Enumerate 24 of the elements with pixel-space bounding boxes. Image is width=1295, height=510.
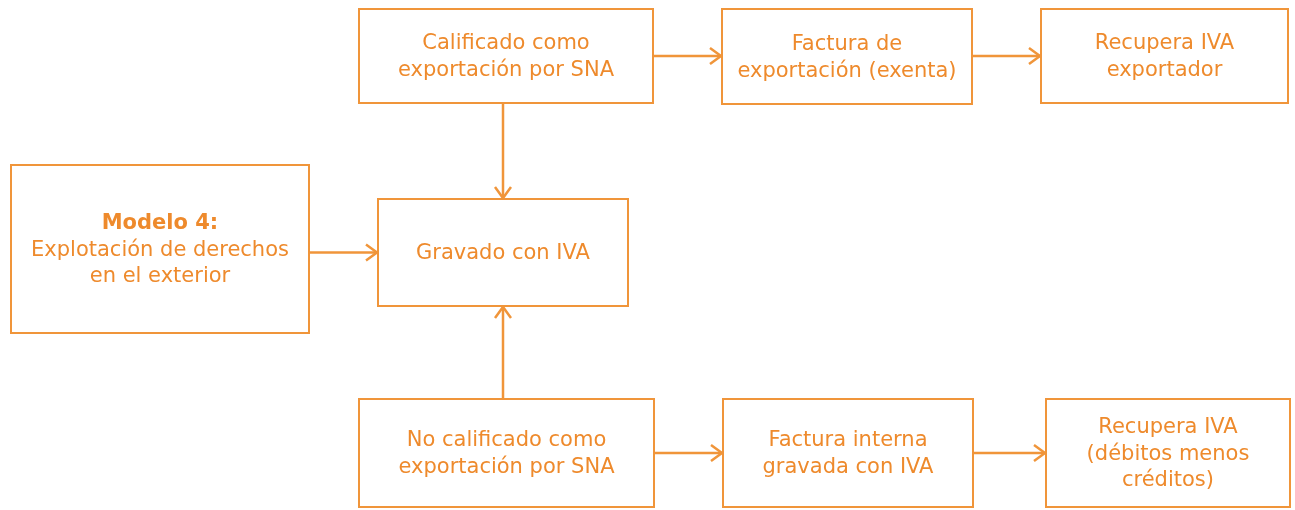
arrow <box>974 443 1047 463</box>
process-box <box>1040 8 1289 104</box>
arrow <box>310 243 379 262</box>
process-box <box>1045 398 1291 508</box>
process-box <box>377 198 629 307</box>
process-box <box>358 398 655 508</box>
process-box <box>10 164 310 334</box>
arrow <box>654 46 723 66</box>
box-text: Explotación de derechos en el exterior <box>30 235 290 290</box>
process-box <box>358 8 654 104</box>
process-box <box>722 398 974 508</box>
process-box <box>721 8 973 105</box>
box-text: Gravado con IVA <box>416 239 590 266</box>
box-heading: Modelo 4: <box>101 208 219 236</box>
arrow <box>973 46 1042 66</box>
arrow <box>493 305 513 398</box>
arrow <box>493 104 513 200</box>
box-text: Recupera IVA exportador <box>1093 29 1236 83</box>
box-text: Calificado como exportación por SNA <box>397 29 615 83</box>
arrow <box>655 443 724 463</box>
box-text: No calificado como exportación por SNA <box>397 426 616 480</box>
box-text: Recupera IVA (débitos menos créditos) <box>1085 412 1251 494</box>
box-text: Factura de exportación (exenta) <box>736 29 958 84</box>
box-text: Factura interna gravada con IVA <box>761 426 935 480</box>
